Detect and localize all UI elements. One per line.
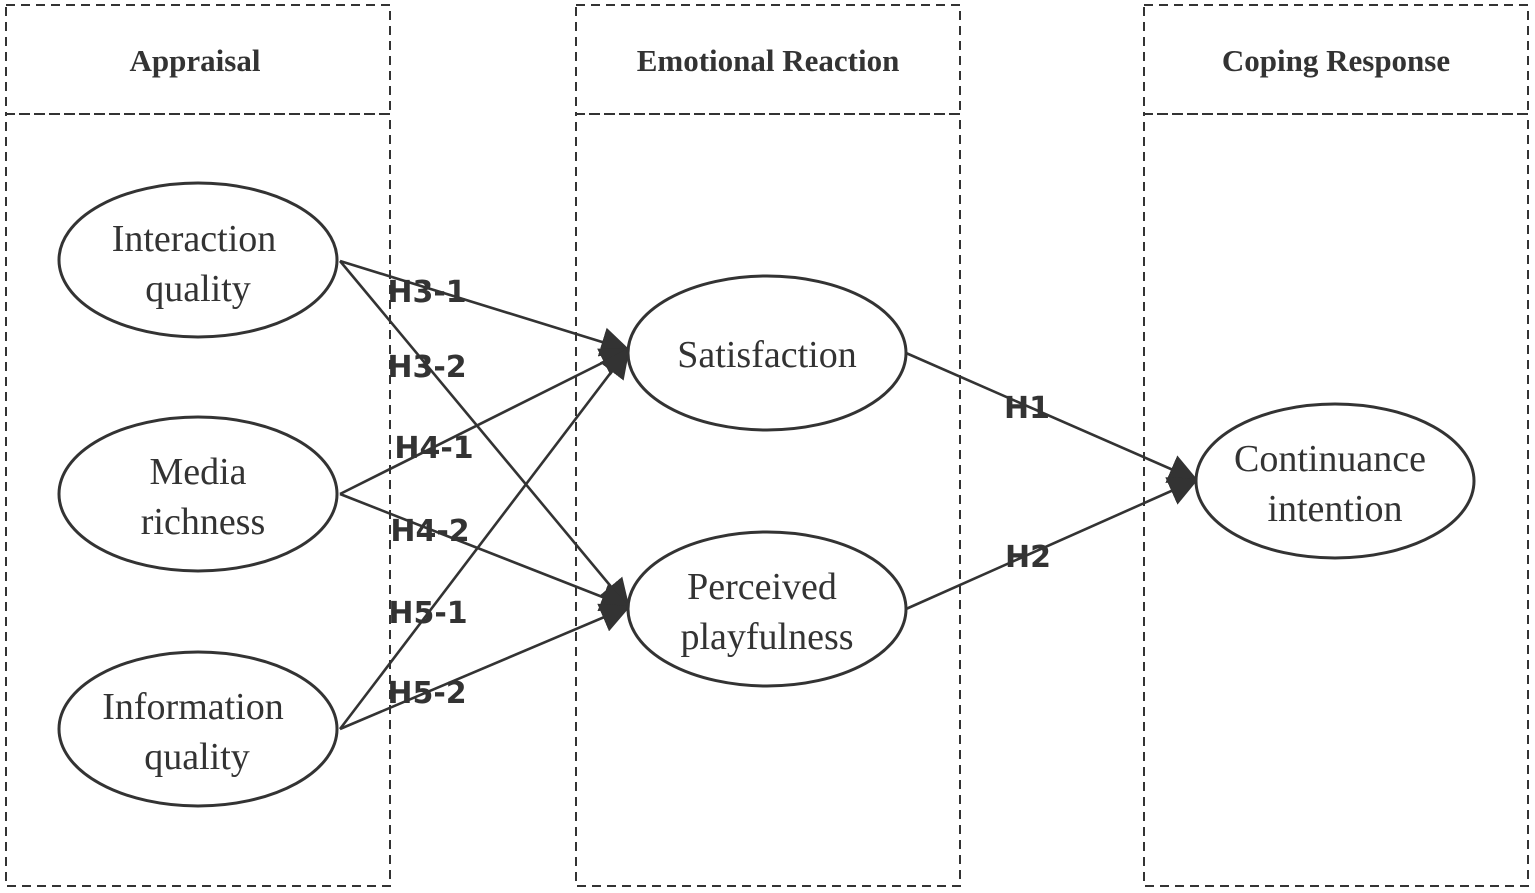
hypothesis-h2: H2 xyxy=(1005,540,1051,575)
information-quality-line1: Information xyxy=(102,686,284,728)
node-interaction-quality: Interaction quality xyxy=(57,181,339,339)
hypothesis-h5-2: H5-2 xyxy=(387,676,466,711)
edge-h4-1 xyxy=(339,348,631,496)
coping-response-header: Coping Response xyxy=(1222,43,1450,78)
coping-response-column-box xyxy=(1143,113,1529,887)
continuance-intention-line1: Continuance xyxy=(1234,438,1426,480)
emotional-reaction-column-box xyxy=(575,113,961,887)
media-richness-line2: richness xyxy=(141,501,266,543)
perceived-playfulness-line2: playfulness xyxy=(680,616,853,658)
edge-h5-1 xyxy=(338,347,630,730)
interaction-quality-line2: quality xyxy=(145,268,251,310)
satisfaction-label: Satisfaction xyxy=(677,334,856,376)
hypothesis-h3-2: H3-2 xyxy=(387,350,466,385)
edge-h3-1 xyxy=(339,259,631,357)
appraisal-header: Appraisal xyxy=(130,43,261,78)
appraisal-header-box xyxy=(5,4,391,115)
hypothesis-h5-1: H5-1 xyxy=(388,596,467,631)
edge-h3-2 xyxy=(339,260,630,610)
node-information-quality: Information quality xyxy=(57,650,339,808)
emotional-reaction-header: Emotional Reaction xyxy=(637,43,900,78)
media-richness-line1: Media xyxy=(149,451,246,493)
node-continuance-intention: Continuance intention xyxy=(1194,402,1476,560)
hypothesis-h3-1: H3-1 xyxy=(387,275,466,310)
hypothesis-h1: H1 xyxy=(1004,391,1050,426)
information-quality-line2: quality xyxy=(144,736,250,778)
emotional-reaction-header-box xyxy=(575,4,961,115)
node-media-richness: Media richness xyxy=(57,415,339,573)
continuance-intention-line2: intention xyxy=(1267,488,1402,530)
hypothesis-h4-2: H4-2 xyxy=(390,514,469,549)
edge-h1 xyxy=(905,351,1199,483)
edge-h5-2 xyxy=(339,603,631,731)
perceived-playfulness-line1: Perceived xyxy=(687,566,837,608)
appraisal-column-box xyxy=(5,113,391,887)
interaction-quality-line1: Interaction xyxy=(112,218,277,260)
node-satisfaction: Satisfaction xyxy=(626,274,908,432)
node-perceived-playfulness: Perceived playfulness xyxy=(626,530,908,688)
hypothesis-h4-1: H4-1 xyxy=(394,431,473,466)
coping-response-header-box xyxy=(1143,4,1529,115)
edge-h4-2 xyxy=(339,492,631,612)
edge-h2 xyxy=(905,477,1199,611)
